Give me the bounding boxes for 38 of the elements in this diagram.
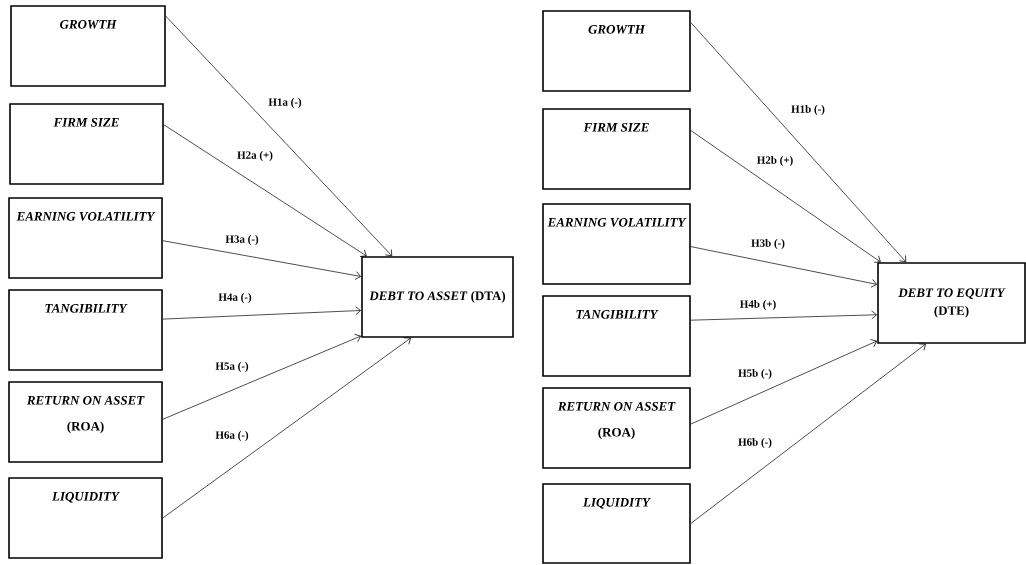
edge-label: H1b (-) bbox=[790, 104, 826, 116]
variable-box: EARNING VOLATILITY bbox=[542, 203, 691, 285]
edge-label: H1a (-) bbox=[267, 97, 303, 109]
edge-label: H3a (-) bbox=[224, 234, 260, 246]
variable-box: FIRM SIZE bbox=[542, 108, 691, 190]
variable-box: FIRM SIZE bbox=[9, 103, 164, 185]
arrow bbox=[690, 130, 881, 263]
edge-label: H5a (-) bbox=[214, 361, 250, 373]
variable-box: RETURN ON ASSET (ROA) bbox=[8, 381, 163, 463]
arrow bbox=[690, 310, 877, 321]
outcome-box: DEBT TO ASSET (DTA) bbox=[361, 256, 514, 338]
edge-label: H6b (-) bbox=[737, 437, 773, 449]
edge-label: H3b (-) bbox=[750, 238, 786, 250]
edge-label: H6a (-) bbox=[214, 430, 250, 442]
variable-box: GROWTH bbox=[542, 10, 691, 92]
variable-box: LIQUIDITY bbox=[8, 477, 163, 559]
edge-label: H2b (+) bbox=[755, 155, 795, 167]
edge-label: H4a (-) bbox=[217, 292, 253, 304]
variable-box: TANGIBILITY bbox=[8, 289, 163, 371]
arrow bbox=[165, 15, 393, 257]
outcome-box: DEBT TO EQUITY (DTE) bbox=[877, 262, 1026, 344]
arrow bbox=[162, 306, 361, 320]
edge-label: H5b (-) bbox=[737, 368, 773, 380]
variable-box: LIQUIDITY bbox=[542, 483, 691, 564]
arrow bbox=[163, 124, 367, 257]
variable-box: RETURN ON ASSET (ROA) bbox=[542, 387, 691, 469]
variable-box: EARNING VOLATILITY bbox=[8, 197, 163, 279]
arrow bbox=[162, 337, 411, 519]
variable-box: GROWTH bbox=[10, 5, 166, 87]
edge-label: H2a (+) bbox=[236, 150, 274, 162]
arrow bbox=[690, 339, 878, 425]
arrow bbox=[162, 334, 362, 420]
arrow bbox=[690, 246, 877, 288]
arrow bbox=[690, 343, 926, 524]
edge-label: H4b (+) bbox=[738, 299, 778, 311]
arrow bbox=[690, 22, 907, 263]
variable-box: TANGIBILITY bbox=[542, 295, 691, 377]
arrow bbox=[162, 240, 361, 280]
